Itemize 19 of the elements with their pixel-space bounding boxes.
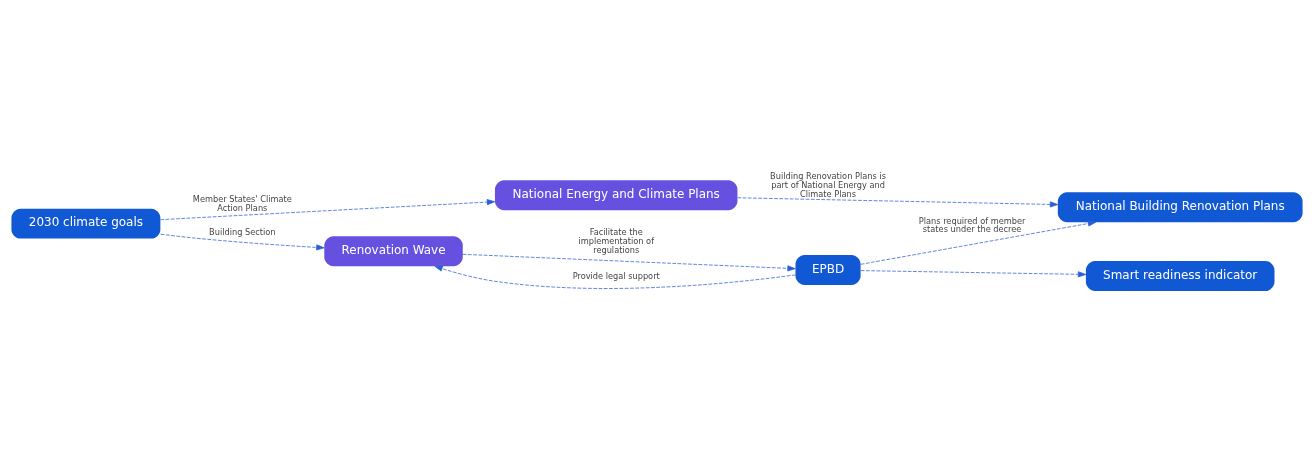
edge-label: Building Renovation Plans is part of National Energy and Climate Plans — [770, 170, 886, 199]
edge-label: Member States' Climate Action Plans — [192, 193, 292, 213]
arrow — [860, 270, 1087, 278]
edge-label: Facilitate the implementation of regulations — [578, 227, 655, 256]
edge-label: Provide legal support — [572, 270, 660, 281]
node-box: Smart readiness indicator — [1085, 261, 1275, 291]
node-box: 2030 climate goals — [11, 208, 161, 239]
arrow — [462, 253, 796, 272]
edge-label: Plans required of member states under the decree — [918, 215, 1026, 235]
edge-label: Building Section — [209, 227, 276, 238]
arrow — [737, 197, 1059, 208]
node-box: EPBD — [795, 255, 861, 285]
node-box: National Building Renovation Plans — [1057, 192, 1303, 223]
node-box: National Energy and Climate Plans — [494, 180, 738, 211]
node-box: Renovation Wave — [324, 236, 463, 267]
arrow — [160, 233, 325, 251]
arrow — [160, 199, 496, 221]
arrow — [860, 220, 1097, 265]
arrow — [434, 265, 796, 289]
